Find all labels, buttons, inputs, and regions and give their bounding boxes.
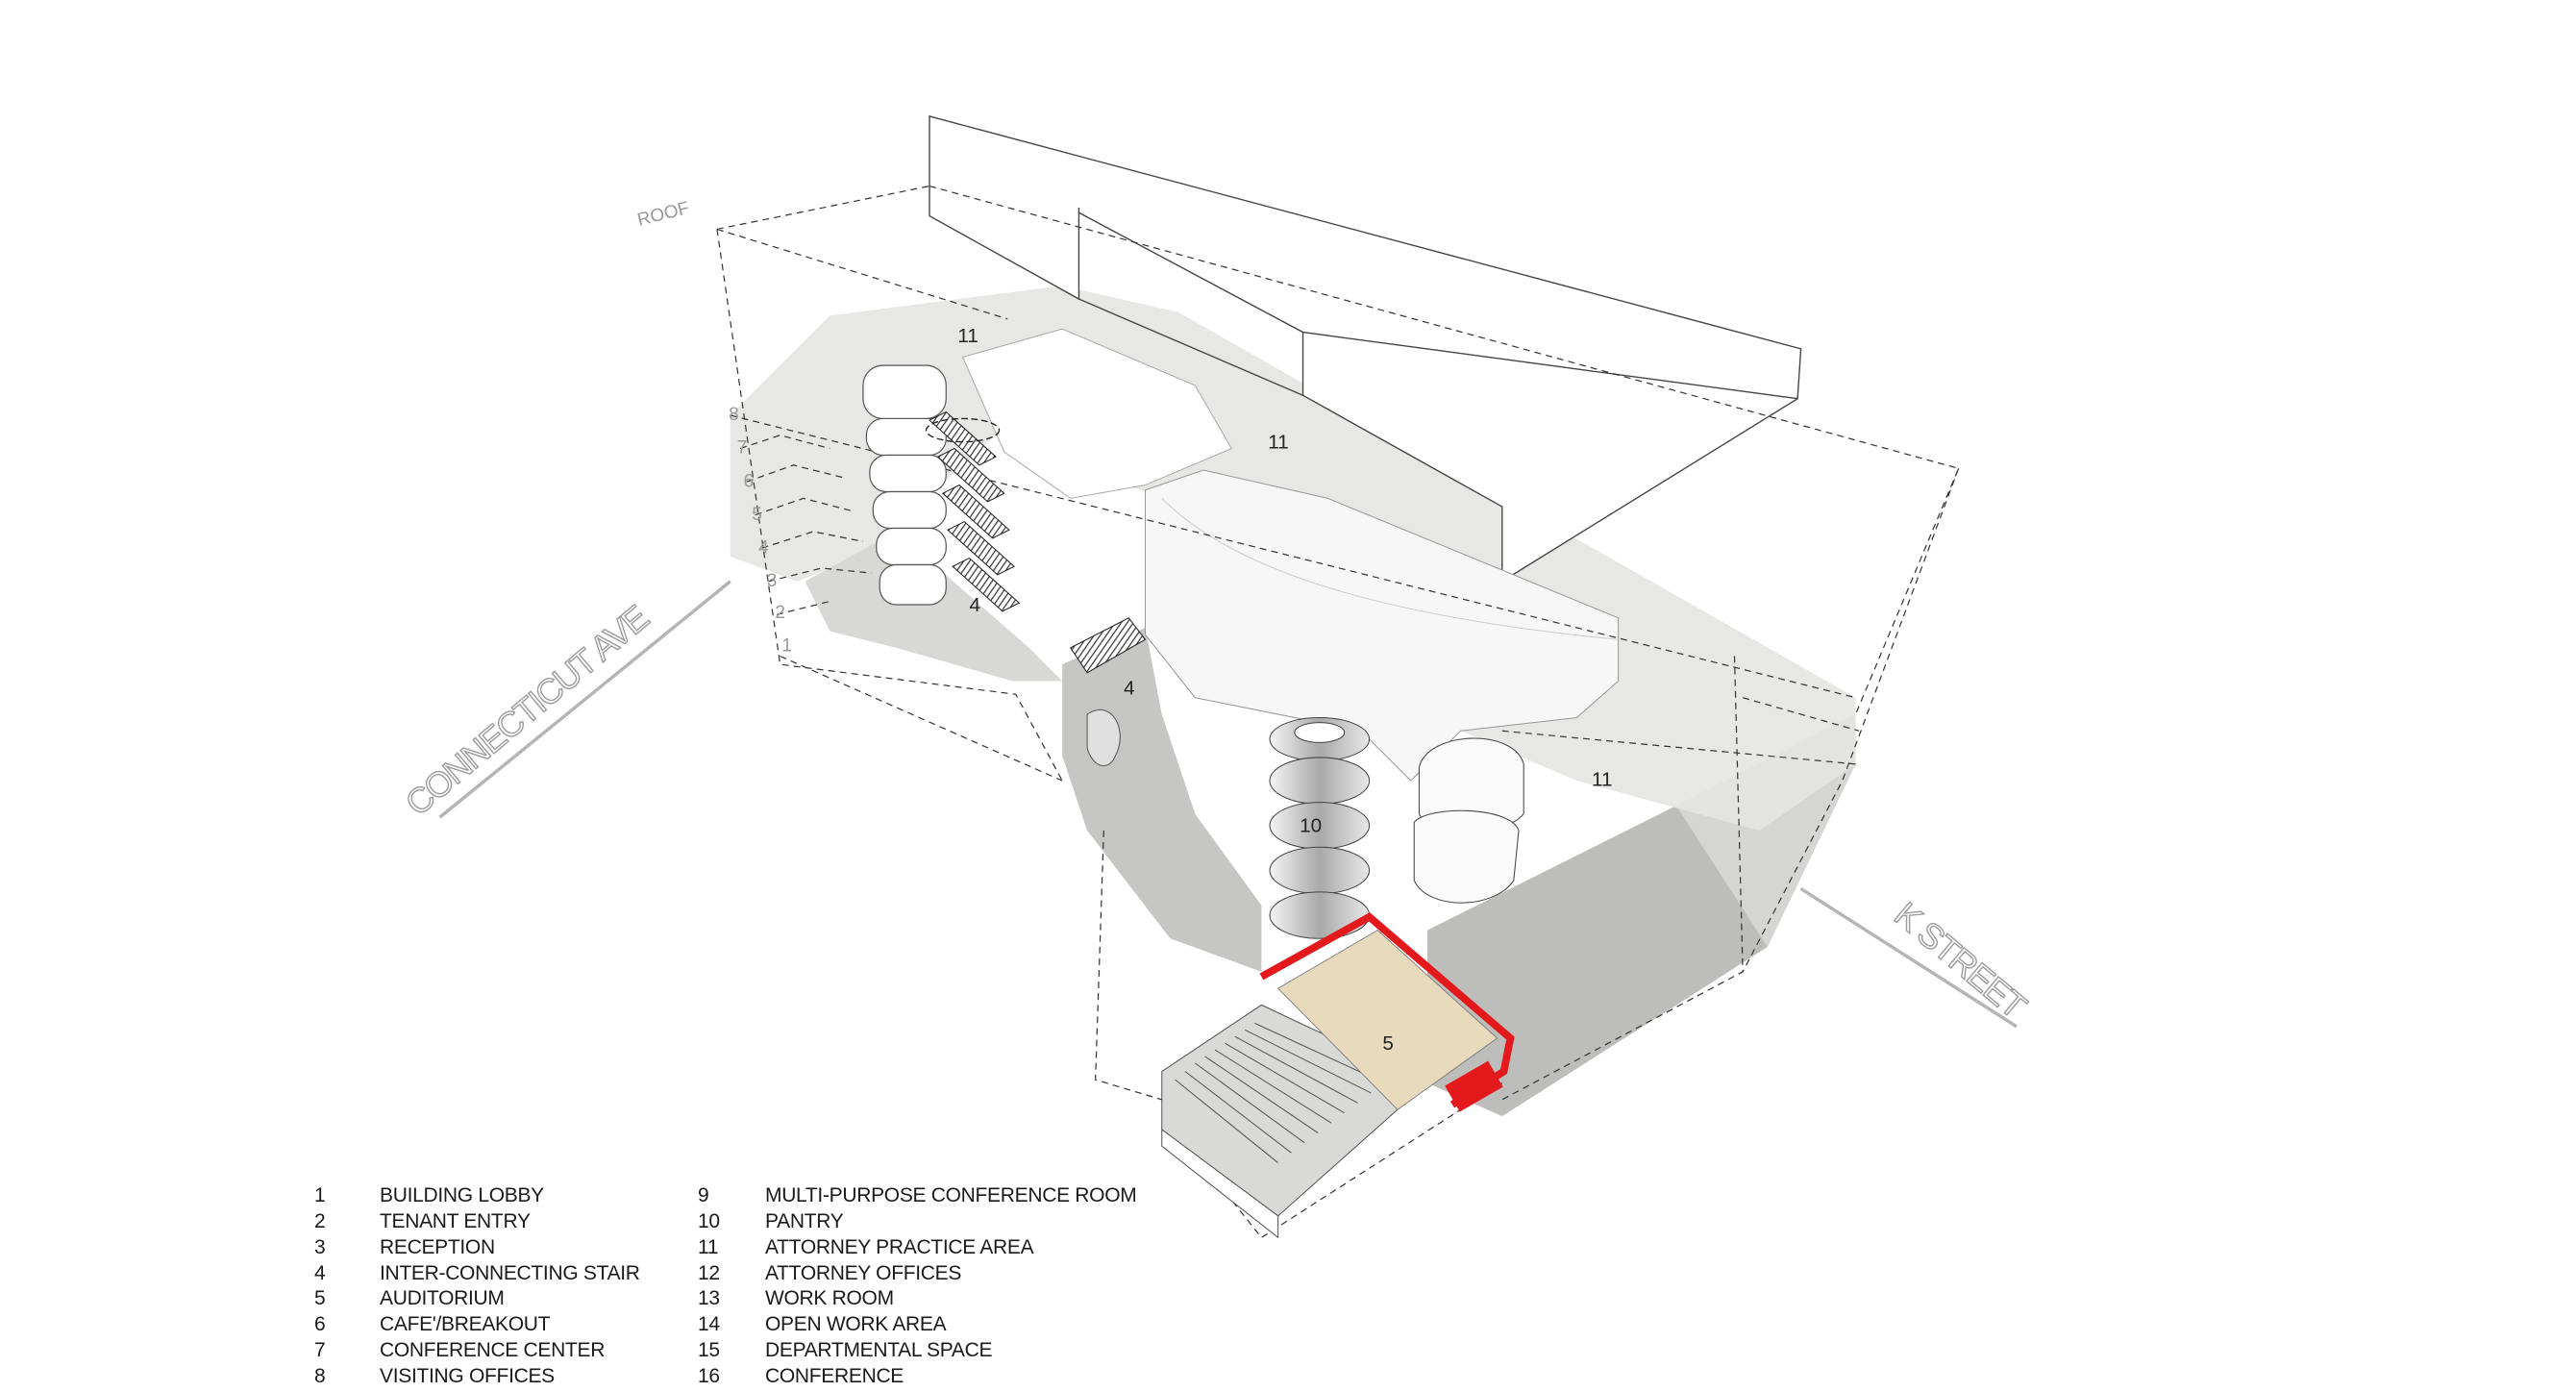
office-block-upper <box>961 328 1233 499</box>
auditorium-base <box>1161 1128 1279 1239</box>
floor-plate-lower-left <box>805 531 1063 682</box>
street-label-k-street: K STREET <box>1887 894 2034 1027</box>
floor-label: 1 <box>781 635 792 656</box>
left-stair-tower <box>862 364 947 606</box>
inter-connecting-stair <box>929 410 1147 674</box>
floor-label: 3 <box>767 571 778 591</box>
street-label-connecticut-ave: CONNECTICUT AVE <box>398 598 656 824</box>
space-label: 11 <box>1592 768 1613 790</box>
floor-label: 5 <box>752 505 762 525</box>
space-label: 4 <box>1124 677 1135 699</box>
auditorium-seating <box>1175 1022 1385 1163</box>
cafe-pod <box>1086 708 1121 767</box>
space-label: 4 <box>969 594 980 616</box>
circulation-corridor <box>1062 628 1262 972</box>
floor-label: 4 <box>758 537 769 558</box>
stair-pod-right <box>1413 737 1524 904</box>
office-block-central <box>1144 469 1620 782</box>
space-label: 10 <box>1300 815 1322 837</box>
auditorium-red-block <box>1445 1060 1503 1112</box>
connecticut-ave-line <box>438 580 731 819</box>
floor-label: 8 <box>729 405 739 425</box>
auditorium-stage <box>1276 930 1499 1110</box>
building-envelope <box>716 185 1960 1239</box>
space-label: 5 <box>1382 1032 1394 1055</box>
roof-label: ROOF <box>635 198 691 231</box>
floor-label: 2 <box>775 603 785 623</box>
floor-label: 6 <box>744 471 755 491</box>
floor-outlines <box>739 435 872 615</box>
k-street-line <box>1799 886 2018 1029</box>
space-label: 11 <box>1268 432 1289 454</box>
floor-label: 7 <box>737 438 748 459</box>
space-label: 11 <box>957 325 978 347</box>
